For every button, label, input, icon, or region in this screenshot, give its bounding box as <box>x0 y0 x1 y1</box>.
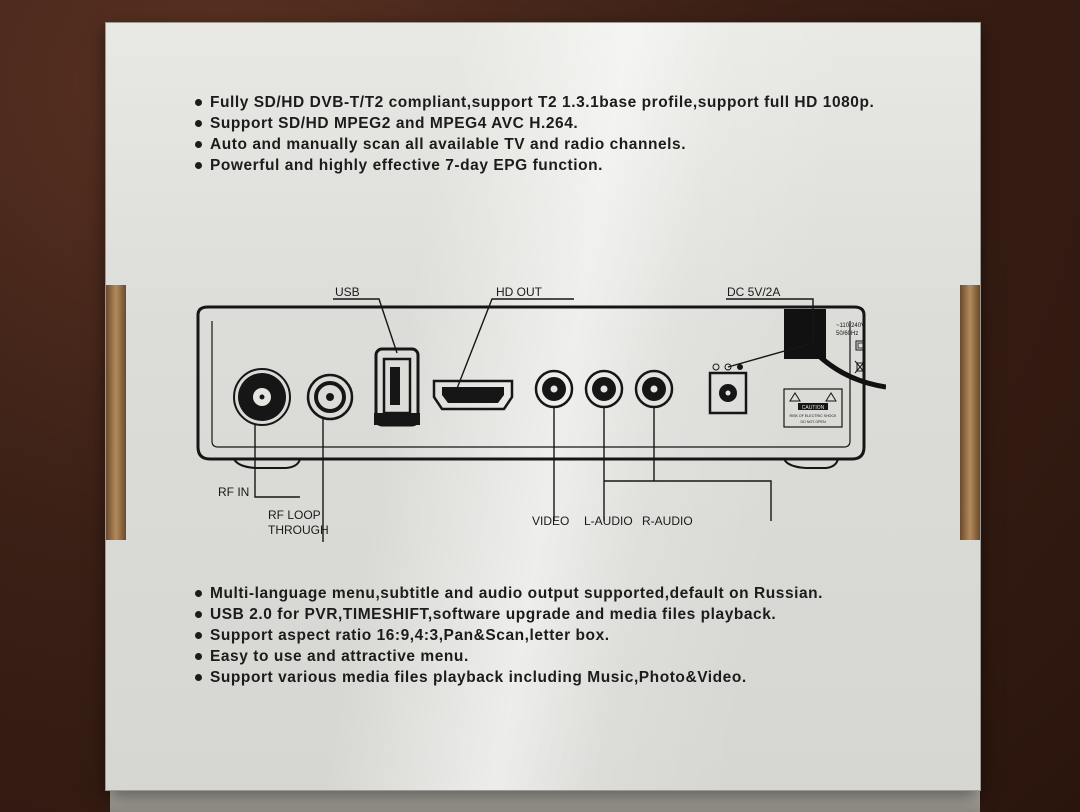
feature-list-bottom: Multi-language menu,subtitle and audio o… <box>194 583 823 688</box>
dc-power-jack <box>708 363 748 415</box>
video-label: VIDEO <box>532 514 569 528</box>
usb-port <box>374 347 420 427</box>
callout-lines <box>254 298 814 542</box>
box-side-flap-left <box>106 285 126 540</box>
l-audio-jack <box>584 369 624 409</box>
hd-out-label: HD OUT <box>496 285 543 299</box>
feature-item: Support SD/HD MPEG2 and MPEG4 AVC H.264. <box>194 113 874 134</box>
hdmi-port <box>432 379 514 411</box>
r-audio-jack <box>634 369 674 409</box>
power-cord <box>784 309 886 390</box>
caution-label: CAUTION RISK OF ELECTRIC SHOCK DO NOT OP… <box>783 388 843 428</box>
feature-item: USB 2.0 for PVR,TIMESHIFT,software upgra… <box>194 604 823 625</box>
usb-label: USB <box>335 285 360 299</box>
frequency-text: 50/60Hz <box>836 331 858 337</box>
receiver-body <box>196 305 866 469</box>
rf-loop-through-connector <box>306 373 354 421</box>
box-side-flap-right <box>960 285 980 540</box>
rf-through-label: THROUGH <box>268 523 329 537</box>
power-rating-label: ~110-240V 50/60Hz <box>836 323 866 374</box>
caution-text: CAUTION <box>802 405 825 411</box>
dc-label: DC 5V/2A <box>727 285 780 299</box>
voltage-text: ~110-240V <box>836 323 865 329</box>
product-box-back: Fully SD/HD DVB-T/T2 compliant,support T… <box>106 23 980 790</box>
l-audio-label: L-AUDIO <box>584 514 633 528</box>
feature-item: Auto and manually scan all available TV … <box>194 134 874 155</box>
video-jack <box>534 369 574 409</box>
feature-list-top: Fully SD/HD DVB-T/T2 compliant,support T… <box>194 92 874 176</box>
feature-item: Powerful and highly effective 7-day EPG … <box>194 155 874 176</box>
r-audio-label: R-AUDIO <box>642 514 693 528</box>
rf-in-label: RF IN <box>218 485 249 499</box>
feature-item: Easy to use and attractive menu. <box>194 646 823 667</box>
rf-in-connector <box>233 368 291 426</box>
do-not-open-text: DO NOT OPEN <box>800 420 825 424</box>
feature-item: Support various media files playback inc… <box>194 667 823 688</box>
rf-loop-label: RF LOOP <box>268 508 321 522</box>
rear-panel-diagram: CAUTION RISK OF ELECTRIC SHOCK DO NOT OP… <box>186 263 886 543</box>
box-bottom-edge <box>110 790 980 812</box>
feature-item: Fully SD/HD DVB-T/T2 compliant,support T… <box>194 92 874 113</box>
feature-item: Multi-language menu,subtitle and audio o… <box>194 583 823 604</box>
feature-item: Support aspect ratio 16:9,4:3,Pan&Scan,l… <box>194 625 823 646</box>
shock-warning-text: RISK OF ELECTRIC SHOCK <box>790 414 838 418</box>
